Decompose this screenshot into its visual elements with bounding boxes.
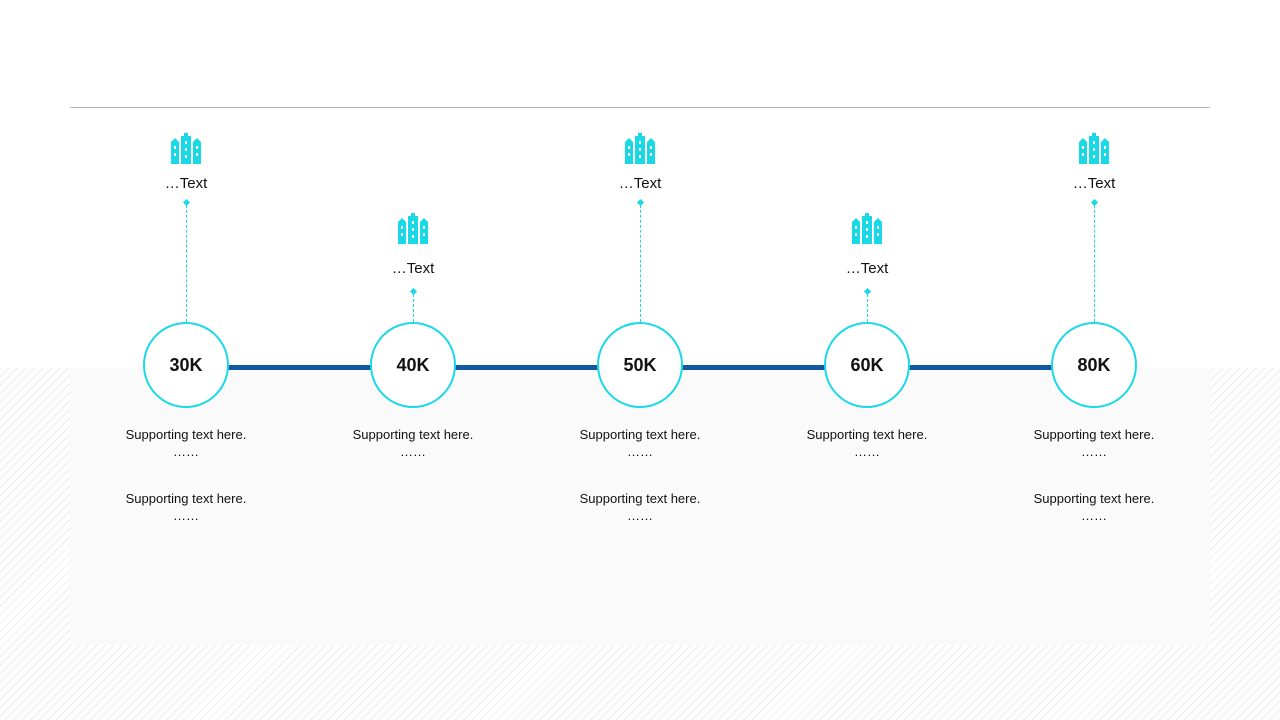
supporting-text-line: Supporting text here. — [579, 427, 701, 442]
supporting-text-line: Supporting text here. — [125, 427, 247, 442]
milestone-circle: 30K — [143, 322, 229, 408]
timeline-connector — [681, 365, 827, 370]
supporting-text-line: Supporting text here. — [1033, 491, 1155, 506]
supporting-text-dots: …… — [400, 444, 426, 459]
milestone-label: …Text — [391, 260, 435, 277]
buildings-icon — [1079, 133, 1109, 164]
supporting-text: Supporting text here. …… — [328, 426, 498, 460]
supporting-text-dots: …… — [173, 508, 199, 523]
background-panel — [70, 368, 1210, 645]
milestone-label: …Text — [845, 260, 889, 277]
milestone-circle: 60K — [824, 322, 910, 408]
supporting-text: Supporting text here. …… — [1009, 426, 1179, 460]
buildings-icon — [398, 213, 428, 244]
milestone-value: 40K — [396, 354, 430, 375]
buildings-icon — [171, 133, 201, 164]
milestone-circle: 80K — [1051, 322, 1137, 408]
supporting-text: Supporting text here. …… — [101, 490, 271, 524]
milestone-label: …Text — [1072, 175, 1116, 192]
top-divider — [70, 107, 1210, 108]
supporting-text-dots: …… — [1081, 508, 1107, 523]
milestone-leader-line — [640, 205, 641, 322]
supporting-text-line: Supporting text here. — [352, 427, 474, 442]
milestone-value: 80K — [1077, 354, 1111, 375]
supporting-text: Supporting text here. …… — [555, 490, 725, 524]
timeline-connector — [908, 365, 1054, 370]
milestone-label: …Text — [618, 175, 662, 192]
milestone-circle: 50K — [597, 322, 683, 408]
buildings-icon — [852, 213, 882, 244]
milestone-value: 30K — [169, 354, 203, 375]
supporting-text-dots: …… — [627, 444, 653, 459]
milestone-leader-line — [186, 205, 187, 322]
supporting-text-dots: …… — [1081, 444, 1107, 459]
milestone-label: …Text — [164, 175, 208, 192]
supporting-text-dots: …… — [854, 444, 880, 459]
timeline-connector — [227, 365, 373, 370]
milestone-leader-line — [1094, 205, 1095, 322]
supporting-text-line: Supporting text here. — [806, 427, 928, 442]
supporting-text: Supporting text here. …… — [101, 426, 271, 460]
supporting-text-dots: …… — [627, 508, 653, 523]
supporting-text: Supporting text here. …… — [1009, 490, 1179, 524]
timeline-connector — [454, 365, 600, 370]
supporting-text: Supporting text here. …… — [782, 426, 952, 460]
milestone-value: 60K — [850, 354, 884, 375]
supporting-text: Supporting text here. …… — [555, 426, 725, 460]
supporting-text-line: Supporting text here. — [579, 491, 701, 506]
milestone-leader-line — [413, 294, 414, 322]
supporting-text-line: Supporting text here. — [125, 491, 247, 506]
supporting-text-line: Supporting text here. — [1033, 427, 1155, 442]
milestone-circle: 40K — [370, 322, 456, 408]
milestone-leader-line — [867, 294, 868, 322]
buildings-icon — [625, 133, 655, 164]
milestone-value: 50K — [623, 354, 657, 375]
supporting-text-dots: …… — [173, 444, 199, 459]
